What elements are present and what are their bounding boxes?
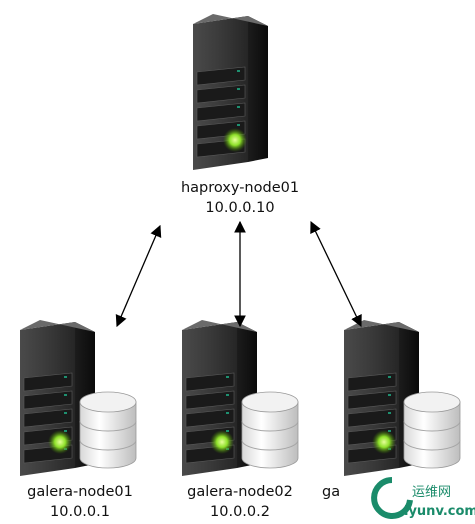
galera-node03-server-icon xyxy=(343,317,420,477)
galera-node02-ip: 10.0.0.2 xyxy=(210,504,270,520)
watermark-swirl-icon xyxy=(371,477,413,519)
galera-node01-database-icon xyxy=(79,391,137,469)
link-haproxy-galera3-arrow xyxy=(310,220,362,328)
status-led-icon xyxy=(223,128,247,152)
galera-node01-label: galera-node01 10.0.0.1 xyxy=(0,482,160,522)
galera-node02-name: galera-node02 xyxy=(187,484,293,500)
galera-node02-database-icon xyxy=(241,391,299,469)
galera-node03-label: ga xyxy=(322,482,382,502)
galera-node02-label: galera-node02 10.0.0.2 xyxy=(160,482,320,522)
haproxy-node-label: haproxy-node01 10.0.0.10 xyxy=(160,178,320,218)
galera-node03-database-icon xyxy=(403,391,461,469)
watermark-cn-text: 运维网 xyxy=(412,485,451,500)
status-led-icon xyxy=(210,430,234,454)
galera-node03-name: ga xyxy=(322,484,341,500)
galera-node01-ip: 10.0.0.1 xyxy=(50,504,110,520)
link-haproxy-galera1-arrow xyxy=(115,224,162,328)
galera-node01-server-icon xyxy=(19,317,96,477)
galera-node02-server-icon xyxy=(181,317,258,477)
status-led-icon xyxy=(48,430,72,454)
galera-node01-name: galera-node01 xyxy=(27,484,133,500)
watermark-logo: 运维网 iyunv.com xyxy=(368,476,475,522)
watermark-en-text: iyunv.com xyxy=(404,504,475,519)
status-led-icon xyxy=(372,430,396,454)
haproxy-node-name: haproxy-node01 xyxy=(180,180,300,196)
haproxy-server-icon xyxy=(192,11,269,171)
haproxy-node-ip: 10.0.0.10 xyxy=(205,200,275,216)
